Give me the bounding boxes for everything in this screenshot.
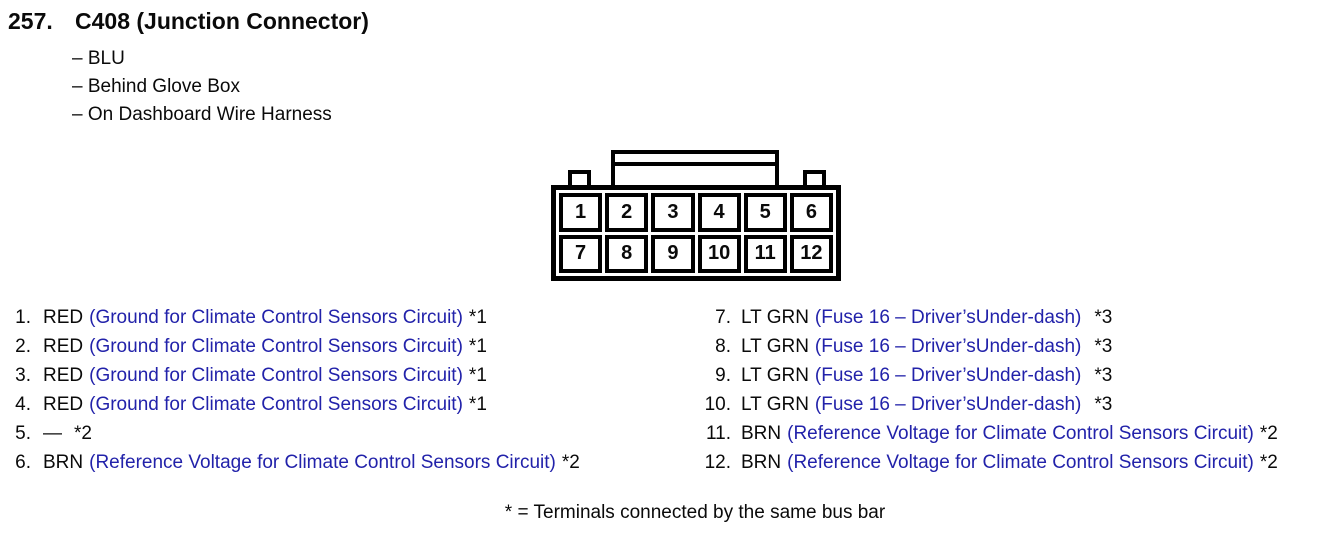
connector-title: C408 (Junction Connector) <box>75 8 369 34</box>
pin-number: 5. <box>15 423 31 444</box>
pin-wire-color: RED <box>43 336 84 357</box>
pin-row: 12. BRN(Reference Voltage for Climate Con… <box>700 448 1278 477</box>
pin-description-link[interactable]: (Fuse 16 – Driver’sUnder-dash) <box>814 336 1082 357</box>
pin-wire-color: LT GRN <box>741 307 809 328</box>
pin-description-link[interactable]: (Reference Voltage for Climate Control S… <box>787 423 1254 444</box>
pin-bus-bar-note: *3 <box>1094 394 1113 415</box>
pin-wire-color: — <box>43 423 62 444</box>
connector-index-number: 257. <box>8 8 53 34</box>
pin-bus-bar-note: *1 <box>468 336 487 357</box>
pin-wire-color: RED <box>43 365 84 386</box>
pin-row: 7. LT GRN(Fuse 16 – Driver’sUnder-dash) *3 <box>700 303 1278 332</box>
pin-list-left: 1.RED(Ground for Climate Control Sensors… <box>10 303 580 477</box>
pin-wire-color: BRN <box>741 423 782 444</box>
pin-row: 9. LT GRN(Fuse 16 – Driver’sUnder-dash) *3 <box>700 361 1278 390</box>
connector-guide-rib-right <box>803 170 826 185</box>
pin-number: 10. <box>704 394 731 415</box>
pin-row: 3. RED(Ground for Climate Control Sensors… <box>10 361 580 390</box>
connector-pin-cell: 4 <box>697 193 741 232</box>
connector-pin-cell: 3 <box>651 193 695 232</box>
pin-row: 11. BRN(Reference Voltage for Climate Con… <box>700 419 1278 448</box>
pin-wire-color: RED <box>43 307 84 328</box>
pin-bus-bar-note: *1 <box>468 394 487 415</box>
pin-list-right: 7.LT GRN(Fuse 16 – Driver’sUnder-dash)*3… <box>700 303 1278 477</box>
pin-row: 1. RED(Ground for Climate Control Sensors… <box>10 303 580 332</box>
connector-latch-line <box>615 154 775 166</box>
connector-pin-cell: 10 <box>697 234 741 273</box>
pin-bus-bar-note: *3 <box>1094 336 1113 357</box>
connector-detail-location: – Behind Glove Box <box>72 76 240 97</box>
pin-description-link[interactable]: (Ground for Climate Control Sensors Circ… <box>89 336 463 357</box>
pin-bus-bar-note: *2 <box>1259 452 1278 473</box>
pin-row: 10. LT GRN(Fuse 16 – Driver’sUnder-dash) *… <box>700 390 1278 419</box>
pin-number: 3. <box>15 365 31 386</box>
connector-pin-cell: 5 <box>743 193 787 232</box>
pin-row: 4. RED(Ground for Climate Control Sensors… <box>10 390 580 419</box>
pin-row: 6. BRN(Reference Voltage for Climate Cont… <box>10 448 580 477</box>
pin-number: 11. <box>705 423 731 444</box>
connector-detail-color: – BLU <box>72 48 125 69</box>
pin-row: 5. — *2 <box>10 419 580 448</box>
connector-pin-cell: 11 <box>743 234 787 273</box>
pin-wire-color: BRN <box>43 452 84 473</box>
connector-pin-cell: 12 <box>789 234 833 273</box>
pin-wire-color: LT GRN <box>741 365 809 386</box>
pin-description-link[interactable]: (Fuse 16 – Driver’sUnder-dash) <box>814 307 1082 328</box>
pin-wire-color: LT GRN <box>741 336 809 357</box>
connector-guide-rib-left <box>568 170 591 185</box>
pin-description-link[interactable]: (Ground for Climate Control Sensors Circ… <box>89 365 463 386</box>
pin-bus-bar-note: *3 <box>1094 307 1113 328</box>
connector-detail-list: – BLU – Behind Glove Box – On Dashboard … <box>72 45 369 129</box>
pin-number: 7. <box>715 307 731 328</box>
bus-bar-footnote: * = Terminals connected by the same bus … <box>504 502 886 523</box>
pin-row: 2. RED(Ground for Climate Control Sensors… <box>10 332 580 361</box>
connector-pin-cell: 7 <box>559 234 603 273</box>
pin-bus-bar-note: *2 <box>561 452 580 473</box>
connector-latch <box>611 150 779 185</box>
pin-description-link[interactable]: (Ground for Climate Control Sensors Circ… <box>89 307 463 328</box>
pin-number: 4. <box>15 394 31 415</box>
pin-number: 1. <box>15 307 31 328</box>
connector-detail-harness: – On Dashboard Wire Harness <box>72 104 332 125</box>
connector-pin-cell: 2 <box>605 193 649 232</box>
pin-bus-bar-note: *1 <box>468 307 487 328</box>
page-title: 257. C408 (Junction Connector) <box>8 8 369 34</box>
pin-description-link[interactable]: (Fuse 16 – Driver’sUnder-dash) <box>814 394 1082 415</box>
pin-number: 6. <box>15 452 31 473</box>
pin-wire-color: LT GRN <box>741 394 809 415</box>
pin-description-link[interactable]: (Reference Voltage for Climate Control S… <box>787 452 1254 473</box>
pin-description-link[interactable]: (Ground for Climate Control Sensors Circ… <box>89 394 463 415</box>
pin-number: 8. <box>715 336 731 357</box>
pin-row: 8. LT GRN(Fuse 16 – Driver’sUnder-dash) *3 <box>700 332 1278 361</box>
pin-number: 12. <box>704 452 731 473</box>
pin-bus-bar-note: *1 <box>468 365 487 386</box>
connector-pin-cell: 1 <box>559 193 603 232</box>
connector-pin-cell: 8 <box>605 234 649 273</box>
pin-wire-color: BRN <box>741 452 782 473</box>
connector-pin-cell: 6 <box>789 193 833 232</box>
connector-header: 257. C408 (Junction Connector) – BLU – B… <box>8 8 369 129</box>
pin-number: 9. <box>715 365 731 386</box>
pin-bus-bar-note: *2 <box>74 423 92 444</box>
pin-description-link[interactable]: (Fuse 16 – Driver’sUnder-dash) <box>814 365 1082 386</box>
pin-number: 2. <box>15 336 31 357</box>
pin-description-link[interactable]: (Reference Voltage for Climate Control S… <box>89 452 556 473</box>
pin-bus-bar-note: *2 <box>1259 423 1278 444</box>
pin-bus-bar-note: *3 <box>1094 365 1113 386</box>
connector-pin-cell: 9 <box>651 234 695 273</box>
pin-wire-color: RED <box>43 394 84 415</box>
